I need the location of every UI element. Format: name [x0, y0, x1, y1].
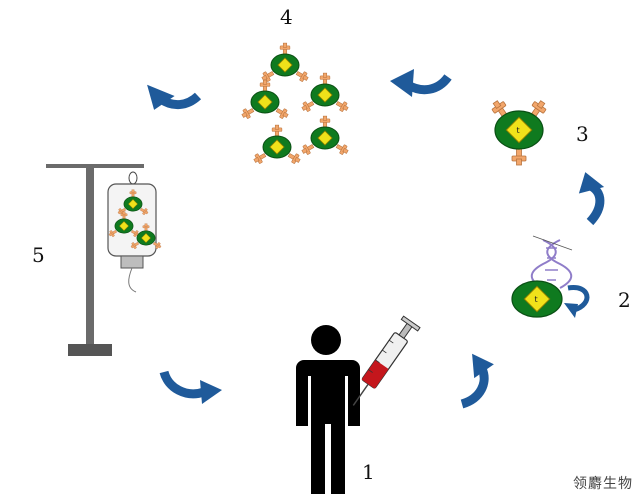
t-cell-icon: [300, 73, 350, 113]
step-3-label: 3: [576, 122, 589, 146]
curved-arrow-icon: [147, 84, 202, 110]
step-3-modified-t-cell: t: [489, 97, 549, 166]
step-2-gene-transduction: t: [511, 235, 590, 318]
step-2-label: 2: [618, 288, 631, 312]
curved-arrow-icon: [159, 370, 222, 404]
watermark: 领麝生物: [573, 476, 633, 492]
step-1-label: 1: [362, 460, 375, 484]
syringe-icon: [352, 315, 421, 406]
cell-label: t: [517, 126, 520, 135]
iv-pole-icon: [46, 164, 144, 356]
curved-arrow-icon: [460, 353, 494, 409]
step-5-infusion: [46, 164, 162, 356]
curved-arrow-icon: [564, 285, 590, 318]
step-4-cell-cluster: [240, 43, 350, 165]
t-cell-icon: [240, 80, 290, 120]
dna-helix-icon: [530, 235, 573, 289]
curved-arrow-icon: [390, 69, 452, 97]
iv-bag-icon: [107, 171, 162, 293]
t-cell-icon: [252, 125, 302, 165]
t-cell-icon: [300, 116, 350, 156]
curved-arrow-icon: [578, 172, 605, 226]
step-1-patient: [296, 315, 421, 494]
human-silhouette-icon: [296, 325, 360, 494]
t-cell-icon: [260, 43, 310, 83]
step-5-label: 5: [32, 243, 45, 267]
cell-label: t: [535, 295, 538, 304]
step-4-label: 4: [280, 5, 293, 29]
